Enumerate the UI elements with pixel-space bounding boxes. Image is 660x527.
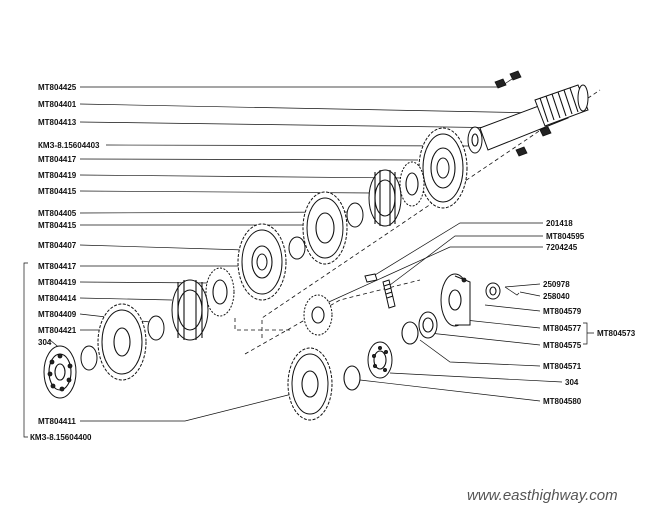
gear-small-left bbox=[205, 267, 235, 317]
synchro-hub-left bbox=[147, 279, 209, 341]
axis-dash-lower bbox=[244, 279, 421, 355]
main-shaft bbox=[467, 70, 589, 157]
label-mt804414: MT804414 bbox=[38, 294, 77, 303]
axis-dash-left bbox=[234, 318, 290, 331]
label-mt804419-upper: MT804419 bbox=[38, 171, 77, 180]
label-7204245: 7204245 bbox=[546, 243, 578, 252]
label-304-right: 304 bbox=[565, 378, 579, 387]
label-mt804409: MT804409 bbox=[38, 310, 77, 319]
gear-middle bbox=[237, 223, 287, 301]
label-mt804417-upper: MT804417 bbox=[38, 155, 77, 164]
sleeve-right bbox=[401, 311, 438, 345]
label-mt804575: MT804575 bbox=[543, 341, 582, 350]
label-mt804411: MT804411 bbox=[38, 417, 76, 426]
label-mt804571: MT804571 bbox=[543, 362, 582, 371]
gear-upper-large bbox=[418, 127, 468, 209]
label-mt804413: MT804413 bbox=[38, 118, 77, 127]
watermark-text: www.easthighway.com bbox=[467, 487, 618, 504]
label-mt804425: MT804425 bbox=[38, 83, 77, 92]
label-201418: 201418 bbox=[546, 219, 573, 228]
label-258040: 258040 bbox=[543, 292, 570, 301]
label-250978: 250978 bbox=[543, 280, 570, 289]
label-mt804405: MT804405 bbox=[38, 209, 77, 218]
nut-right bbox=[485, 282, 520, 300]
label-mt804407: MT804407 bbox=[38, 241, 77, 250]
label-mt804421: MT804421 bbox=[38, 326, 77, 335]
label-mt804415-upper: MT804415 bbox=[38, 187, 77, 196]
label-mt804417-lower: MT804417 bbox=[38, 262, 77, 271]
label-km3-8-15604403: КМЗ-8.15604403 bbox=[38, 141, 100, 150]
synchro-upper bbox=[346, 161, 425, 228]
leader-lines-right bbox=[319, 222, 563, 402]
label-mt804573: MT804573 bbox=[597, 329, 636, 338]
label-km3-8-15604400: КМЗ-8.15604400 bbox=[30, 433, 92, 442]
labels-right: 201418 MT804595 7204245 250978 258040 MT… bbox=[543, 219, 636, 406]
housing-right bbox=[440, 273, 471, 327]
label-304-left: 304 bbox=[38, 338, 52, 347]
label-mt804580: MT804580 bbox=[543, 397, 582, 406]
label-mt804419-lower: MT804419 bbox=[38, 278, 77, 287]
label-mt804579: MT804579 bbox=[543, 307, 582, 316]
labels-left: MT804425 MT804401 MT804413 КМЗ-8.1560440… bbox=[30, 83, 100, 442]
gear-lower-left bbox=[97, 303, 147, 381]
gear-small-center bbox=[303, 294, 333, 336]
bearing-lower-center bbox=[367, 341, 393, 379]
group-bracket-right bbox=[583, 322, 594, 345]
gear-lower-center bbox=[287, 347, 333, 421]
label-mt804577: MT804577 bbox=[543, 324, 582, 333]
label-mt804401: MT804401 bbox=[38, 100, 77, 109]
bearing-left bbox=[43, 345, 98, 399]
gear-middle-upper bbox=[288, 191, 348, 265]
group-bracket-left bbox=[23, 262, 28, 438]
washer-lower bbox=[343, 365, 361, 391]
label-mt804595: MT804595 bbox=[546, 232, 585, 241]
label-mt804415-lower: MT804415 bbox=[38, 221, 77, 230]
small-parts-center bbox=[364, 273, 396, 309]
